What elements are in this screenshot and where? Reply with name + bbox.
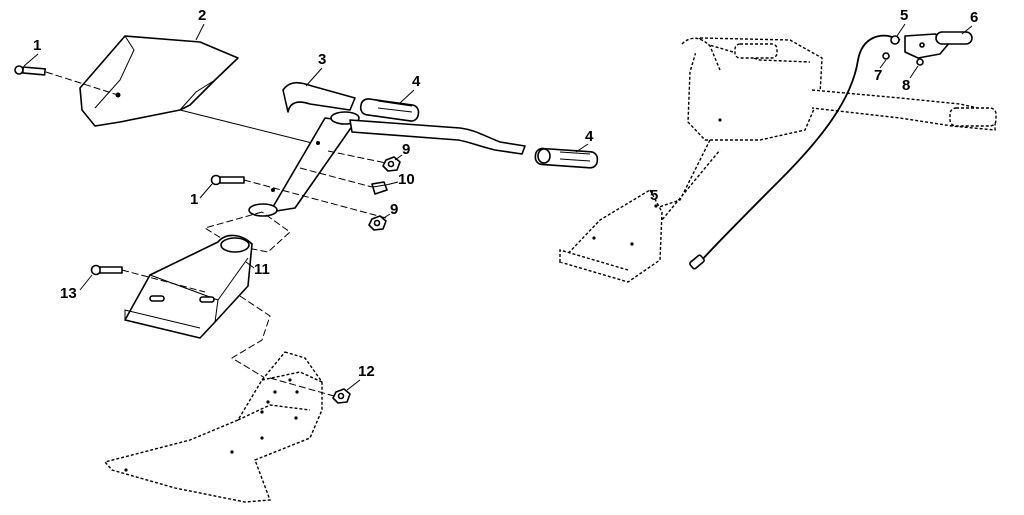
callout-6: 6 [970, 9, 978, 26]
callout-4-left-leader [399, 89, 415, 104]
callout-11-leader [245, 261, 255, 269]
callout-12-leader [346, 379, 361, 391]
callout-1-top-leader [23, 53, 39, 67]
leader-bracket-bolt [121, 269, 206, 293]
frame-mount-part [103, 351, 323, 503]
callout-12: 12 [358, 363, 375, 380]
callout-4-left: 4 [412, 73, 421, 90]
callout-9-upper: 9 [402, 141, 410, 158]
handlebar-part [248, 81, 526, 217]
grip-right-part [534, 147, 599, 169]
leader-lower-bolt [243, 179, 387, 219]
bolt-bracket-part [90, 264, 123, 276]
callout-8: 8 [902, 77, 910, 94]
leader-frame-nut [269, 377, 335, 397]
callout-4-right: 4 [585, 128, 594, 145]
callout-1-top: 1 [33, 37, 41, 54]
callout-4-right-leader [575, 143, 589, 153]
callout-7: 7 [874, 67, 882, 84]
bolt-top-part [14, 65, 46, 76]
callout-7-leader [879, 59, 887, 69]
clamp-part [371, 181, 388, 195]
leader-tube-to-bracket [203, 211, 291, 253]
bolt-middle-part [210, 174, 245, 186]
callout-11: 11 [254, 261, 270, 278]
callout-3: 3 [318, 51, 326, 68]
callout-2: 2 [198, 7, 206, 24]
callout-3-leader [305, 67, 323, 87]
handlebar-pad-part [79, 35, 239, 127]
callout-6-leader [961, 25, 973, 35]
callout-2-leader [195, 23, 205, 41]
callout-13: 13 [60, 285, 77, 302]
nut-upper-part [382, 156, 401, 172]
leader-pad-to-clamp [179, 109, 321, 146]
leader-upper-nut [327, 150, 387, 164]
callout-10-leader [385, 181, 399, 186]
callout-9-lower: 9 [390, 201, 398, 218]
callout-13-leader [79, 274, 93, 291]
callout-10: 10 [398, 171, 415, 188]
callout-5-body: 5 [650, 187, 658, 204]
callout-1-middle-leader [199, 183, 213, 199]
riser-bracket-part [124, 234, 253, 339]
leader-bracket-to-frame [231, 295, 291, 379]
nut-frame-part [332, 388, 351, 404]
assembled-handlebar-view [558, 31, 997, 283]
callout-8-leader [909, 65, 919, 79]
grip-left-part [359, 98, 420, 122]
callout-9-upper-leader [394, 154, 403, 161]
leader-clamp [299, 167, 373, 188]
leader-bolt-to-pad [45, 71, 119, 96]
callout-5-top: 5 [900, 7, 908, 24]
callout-9-lower-leader [381, 213, 391, 220]
callout-5-top-leader [896, 23, 906, 37]
callout-1-middle: 1 [190, 191, 198, 208]
